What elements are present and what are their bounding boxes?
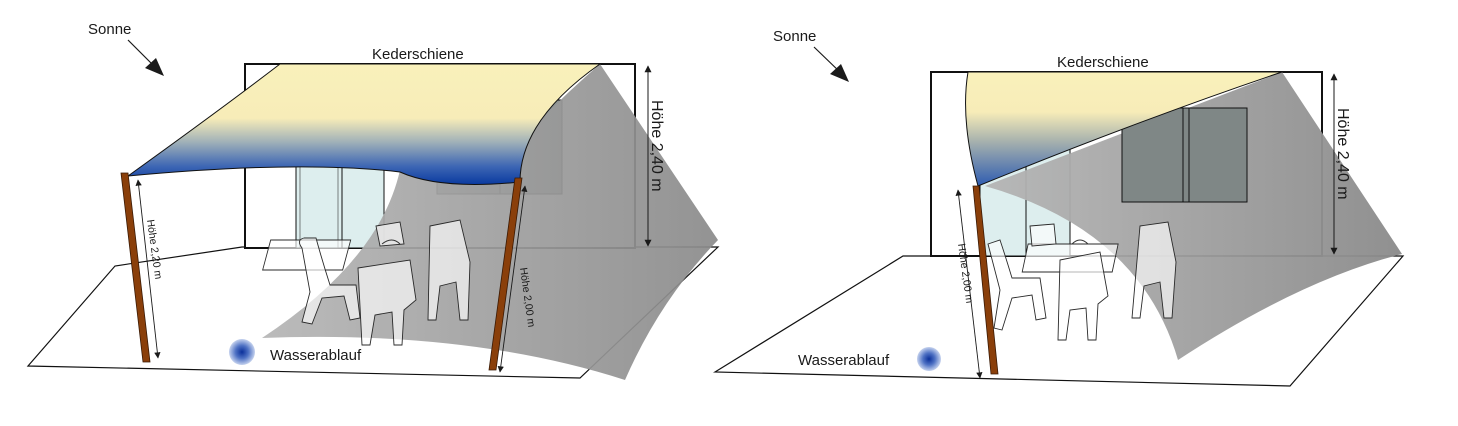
sun-label: Sonne [773,28,816,45]
drain-label: Wasserablauf [270,347,362,364]
wall-height-label: Höhe 2,40 m [648,100,665,192]
panel-right: Sonne [712,28,1405,387]
sail-shadow [985,72,1402,360]
rail-label: Kederschiene [1057,54,1149,71]
drain-label: Wasserablauf [798,352,890,369]
drain-icon [229,339,255,365]
drain-icon [917,347,941,371]
rail-label: Kederschiene [372,46,464,63]
post-height-arrow [497,185,528,373]
sun-sail [965,71,1283,187]
sun-arrow-icon [127,39,164,76]
panel-left: Sonne [26,21,720,380]
sun-label: Sonne [88,21,131,38]
post-height-arrow [955,189,983,379]
patio-furniture [987,221,1177,341]
sun-arrow-icon [813,46,849,82]
window [1121,107,1248,203]
wall-height-label: Höhe 2,40 m [1334,108,1351,200]
patio-furniture [262,219,471,346]
post-height-arrow [135,179,161,359]
